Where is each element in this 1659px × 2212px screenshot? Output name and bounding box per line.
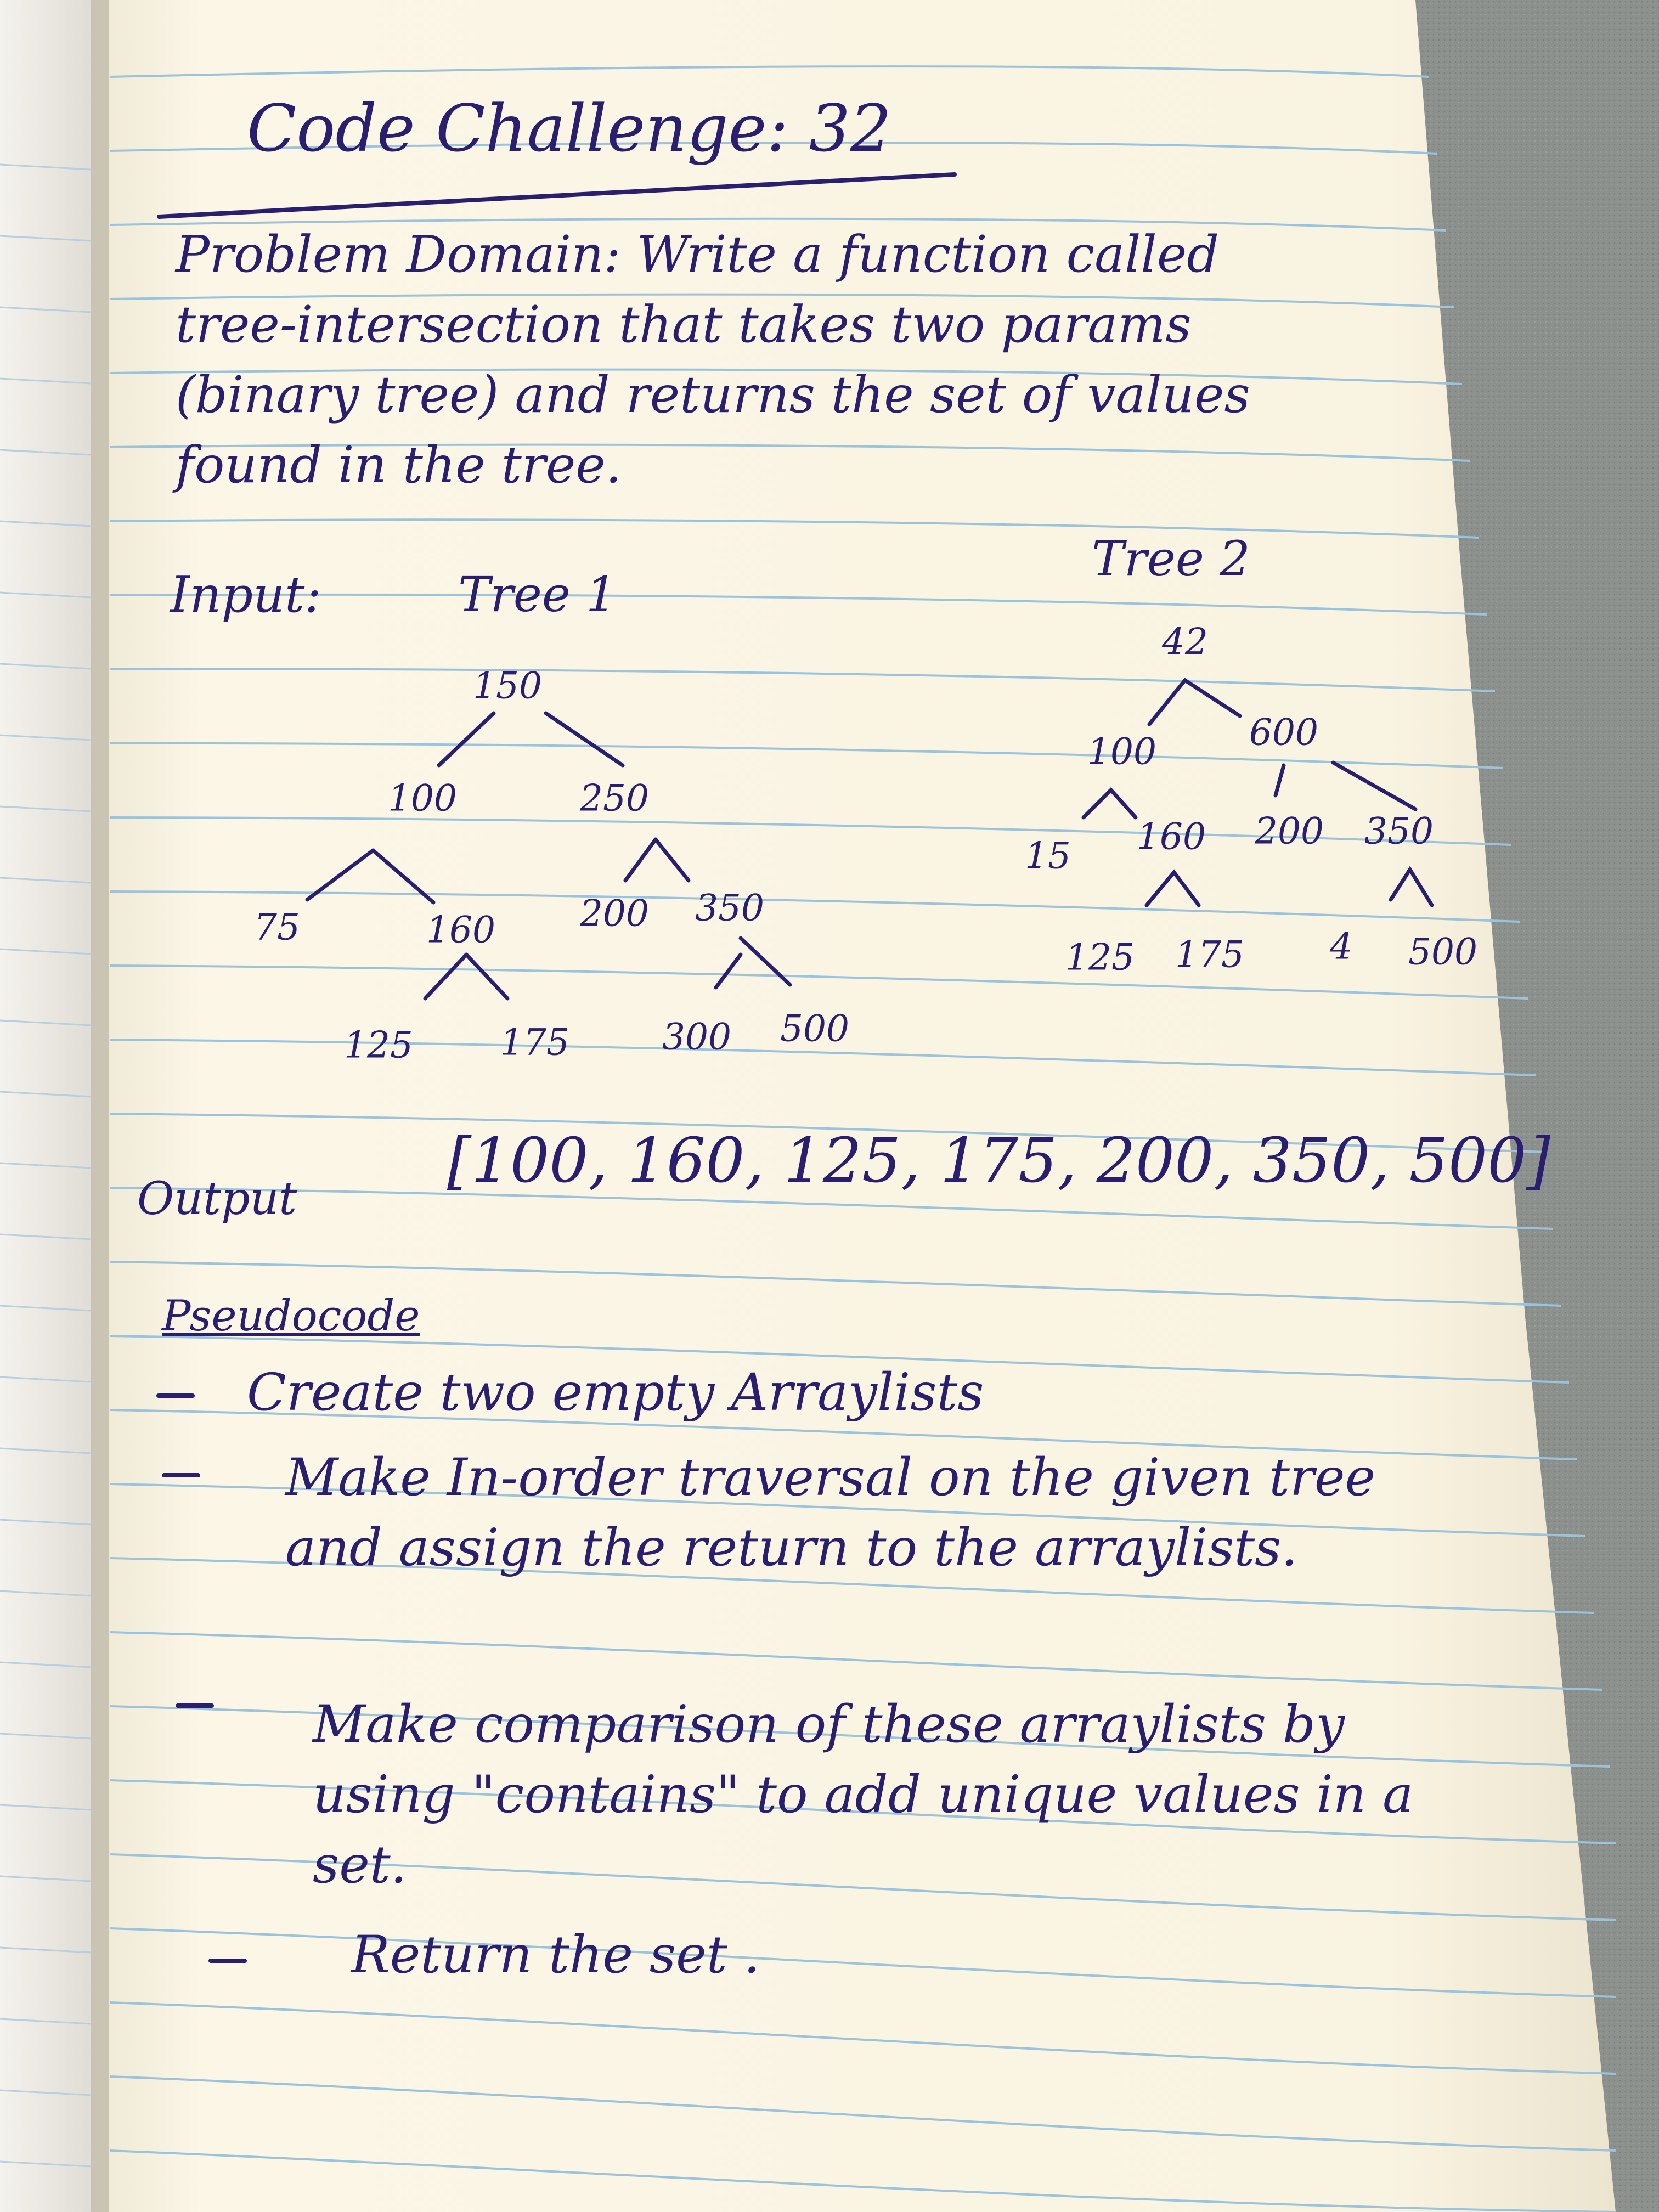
pseudocode-step: Make In-order traversal on the given tre… [285,1448,1376,1578]
page-title: Code Challenge: 32 [247,91,891,166]
tree1-node-r: 250 [580,777,649,820]
problem-domain: Problem Domain: Write a function called … [176,225,1250,494]
output-value: [100, 160, 125, 175, 200, 350, 500] [447,1125,1551,1197]
tree1-edges [305,711,792,1001]
tree1-node-lrr: 175 [500,1021,569,1064]
bullet-dash [176,1703,214,1708]
tree2-label: Tree 2 [1092,531,1250,587]
tree2-node-rrr: 500 [1408,930,1477,973]
tree2-node-lrr: 175 [1175,933,1244,976]
tree2-node-root: 42 [1162,620,1208,663]
tree1-node-l: 100 [388,777,457,820]
bullet-dash [162,1473,200,1477]
tree1-node-rl: 200 [580,892,649,935]
tree2-node-rr: 350 [1364,810,1434,853]
spine-shadow [91,0,109,2212]
ruled-lines [109,65,1616,2212]
output-label: Output [137,1173,297,1225]
tree2-node-r: 600 [1249,711,1318,754]
tree1-node-ll: 75 [254,906,300,949]
pseudocode-step: Return the set . [351,1925,760,1985]
tree1-node-lrl: 125 [344,1024,413,1066]
right-page [96,0,1616,2212]
bullet-dash [208,1959,247,1963]
tree1-node-rrr: 500 [780,1007,849,1050]
pseudocode-step: Create two empty Arraylists [247,1363,984,1423]
pseudocode-heading: Pseudocode [162,1291,420,1341]
input-label: Input: [170,566,321,624]
tree2-node-lrl: 125 [1065,936,1135,979]
tree2-node-rrl: 4 [1330,925,1353,968]
tree2-node-l: 100 [1087,730,1156,773]
tree1-node-root: 150 [473,664,542,707]
tree2-edges [1081,678,1434,907]
tree1-node-lr: 160 [426,909,495,951]
tree1-node-rrl: 300 [662,1015,731,1058]
bullet-dash [156,1393,195,1398]
tree2-node-lr: 160 [1137,815,1206,858]
tree2-node-ll: 15 [1025,834,1071,877]
pseudocode-step: Make comparison of these arraylists by u… [313,1695,1414,1895]
tree1-label: Tree 1 [458,566,617,623]
tree1-node-rr: 350 [695,887,764,929]
tree2-node-rl: 200 [1255,810,1324,853]
left-page-rules [0,163,102,2168]
left-page [0,0,104,2212]
title-underline [157,172,957,219]
